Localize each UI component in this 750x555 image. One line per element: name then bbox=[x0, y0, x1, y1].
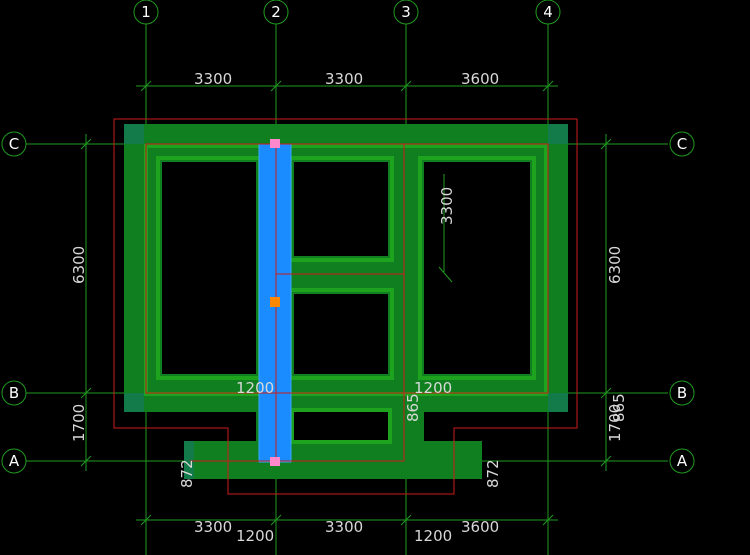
dim-bottom-2: 3300 bbox=[325, 518, 363, 536]
dim-bottom-3: 3600 bbox=[461, 518, 499, 536]
grip-top[interactable] bbox=[270, 139, 280, 148]
dim-inner-vertical: 3300 bbox=[438, 187, 456, 225]
dim-inner-vertical-small: 865 bbox=[404, 393, 422, 422]
dim-left-bay: 872 bbox=[178, 459, 196, 488]
dim-right-lower: 1700 bbox=[606, 404, 624, 442]
axis-label-b-right: B bbox=[677, 384, 687, 402]
axis-label-1: 1 bbox=[141, 3, 151, 21]
dim-inner-mid-right: 1200 bbox=[414, 379, 452, 397]
dim-right-overlap: 865 bbox=[610, 393, 628, 422]
dim-left-total: 6300 bbox=[70, 246, 88, 284]
axis-label-4: 4 bbox=[543, 3, 553, 21]
dim-top-3: 3600 bbox=[461, 70, 499, 88]
dim-bottom-1: 3300 bbox=[194, 518, 232, 536]
grip-bottom[interactable] bbox=[270, 457, 280, 466]
axis-label-a-right: A bbox=[677, 452, 688, 470]
outer-wall[interactable] bbox=[124, 124, 568, 412]
axis-bubbles bbox=[1, 0, 695, 474]
grip-middle[interactable] bbox=[270, 297, 280, 307]
axis-label-2: 2 bbox=[271, 3, 281, 21]
axis-label-b-left: B bbox=[9, 384, 19, 402]
axis-label-c-right: C bbox=[677, 135, 687, 153]
dim-top-2: 3300 bbox=[325, 70, 363, 88]
axis-label-3: 3 bbox=[401, 3, 411, 21]
dim-bottom-sub-1: 1200 bbox=[236, 527, 274, 545]
axis-label-a-left: A bbox=[9, 452, 20, 470]
dim-top-1: 3300 bbox=[194, 70, 232, 88]
structure bbox=[124, 124, 568, 479]
foundation-strip[interactable] bbox=[184, 441, 482, 479]
dim-bottom-sub-2: 1200 bbox=[414, 527, 452, 545]
dim-inner-mid-left: 1200 bbox=[236, 379, 274, 397]
dimension-lines bbox=[80, 80, 612, 555]
axis-label-c-left: C bbox=[9, 135, 19, 153]
dim-left-lower: 1700 bbox=[70, 404, 88, 442]
dim-right-bay: 872 bbox=[484, 459, 502, 488]
dim-right-total: 6300 bbox=[606, 246, 624, 284]
